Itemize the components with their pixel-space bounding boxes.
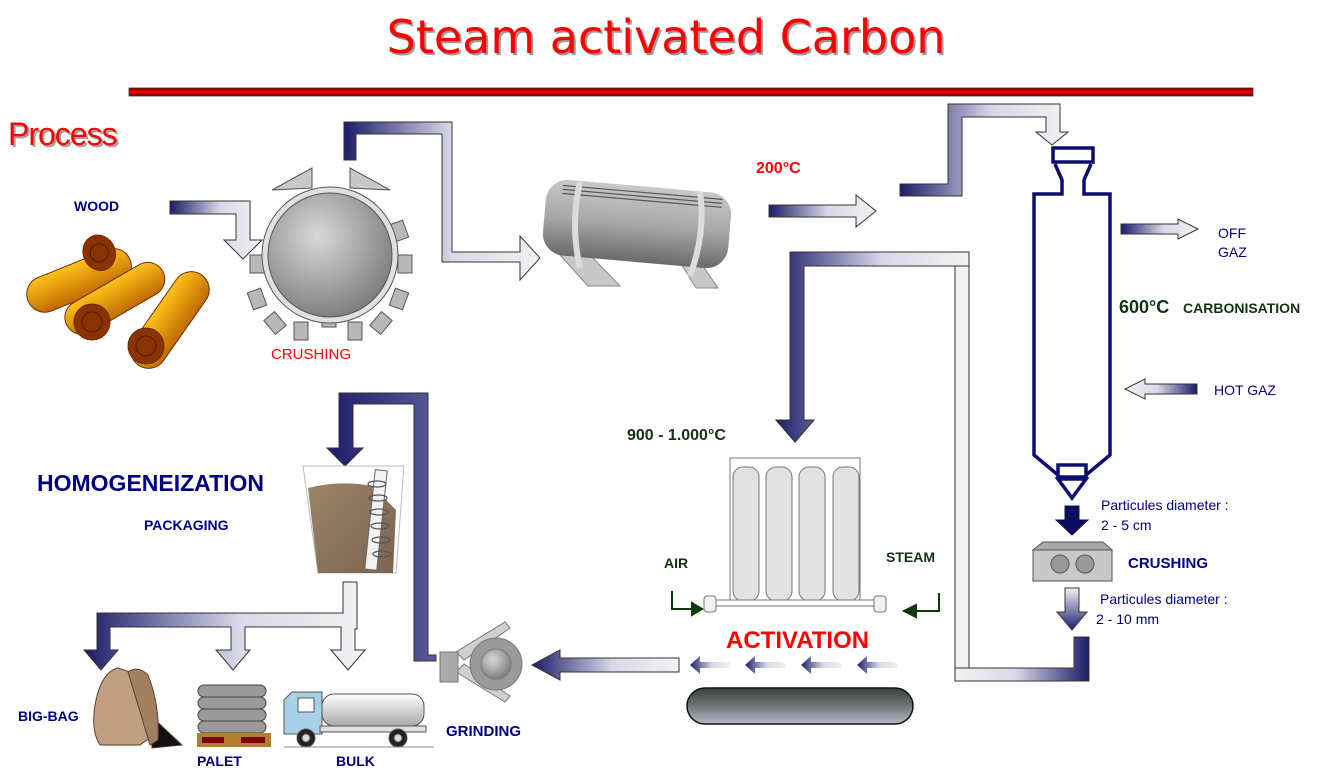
dryer-drum-icon: [542, 179, 732, 289]
packaging-label: PACKAGING: [144, 517, 229, 533]
air-inlet-arrow: [671, 591, 704, 617]
tanker-truck-icon: [283, 691, 434, 748]
section-title: Process: [8, 116, 118, 152]
off-gaz-label-line2: GAZ: [1218, 244, 1247, 260]
steam-inlet-arrow: [901, 593, 940, 619]
crusher-to-dryer-pipe: [343, 121, 541, 282]
crusher-outlet-arrow: [1055, 587, 1089, 631]
activation-temp-label: 900 - 1.000°C: [627, 427, 726, 444]
rotary-kiln-icon: [686, 687, 914, 725]
packaging-distribution-arrows: [82, 581, 367, 671]
off-gaz-arrow: [1120, 218, 1200, 240]
drying-temp-label: 200°C: [756, 160, 801, 177]
grinder-icon: [439, 621, 523, 703]
activation-flow-arrows: [690, 656, 897, 674]
particles-size-1-line1: Particules diameter :: [1101, 497, 1229, 513]
carbonisation-column-icon: [1032, 146, 1112, 501]
grinder-to-mixer-pipe: [325, 392, 437, 662]
wood-label: WOOD: [74, 198, 120, 214]
page-title: Steam activated Carbon: [386, 10, 946, 64]
particles-size-1-line2: 2 - 5 cm: [1101, 517, 1152, 533]
activation-label: ACTIVATION: [726, 627, 870, 654]
hot-gaz-arrow: [1123, 378, 1198, 400]
steam-label: STEAM: [886, 549, 935, 565]
crushing-label-2: CRUSHING: [1128, 555, 1209, 572]
grinding-label: GRINDING: [446, 723, 521, 740]
roller-crusher-icon: [1031, 541, 1114, 582]
hot-gaz-label: HOT GAZ: [1214, 382, 1276, 398]
column-feed-pipe: [899, 103, 1070, 197]
output-bulk-label: BULK: [336, 753, 375, 769]
activation-to-grinder-arrow: [530, 649, 680, 681]
mixer-screw-icon: [302, 465, 405, 574]
pallet-icon: [197, 684, 271, 747]
dryer-outlet-arrow: [768, 193, 877, 229]
crusher-wheel-icon: [246, 167, 413, 341]
carbonisation-temp-label: 600°C: [1119, 297, 1170, 317]
particles-size-2-line1: Particules diameter :: [1100, 591, 1228, 607]
column-outlet-arrow: [1054, 505, 1090, 536]
output-big-bag-label: BIG-BAG: [18, 708, 79, 724]
wood-logs-icon: [26, 234, 210, 369]
crushing-label-1: CRUSHING: [271, 346, 352, 363]
header-rule: [128, 87, 1254, 97]
carbonisation-label: CARBONISATION: [1183, 300, 1301, 316]
homogeneization-label: HOMOGENEIZATION: [37, 470, 265, 496]
activation-radiator-icon: [703, 457, 887, 613]
output-palet-label: PALET: [197, 753, 242, 769]
particles-size-2-line2: 2 - 10 mm: [1096, 611, 1160, 627]
off-gaz-label-line1: OFF: [1218, 225, 1246, 241]
return-pipe-to-activation: [774, 251, 1090, 682]
wood-to-crusher-arrow: [169, 200, 264, 260]
air-label: AIR: [664, 555, 689, 571]
big-bag-icon: [93, 667, 184, 749]
